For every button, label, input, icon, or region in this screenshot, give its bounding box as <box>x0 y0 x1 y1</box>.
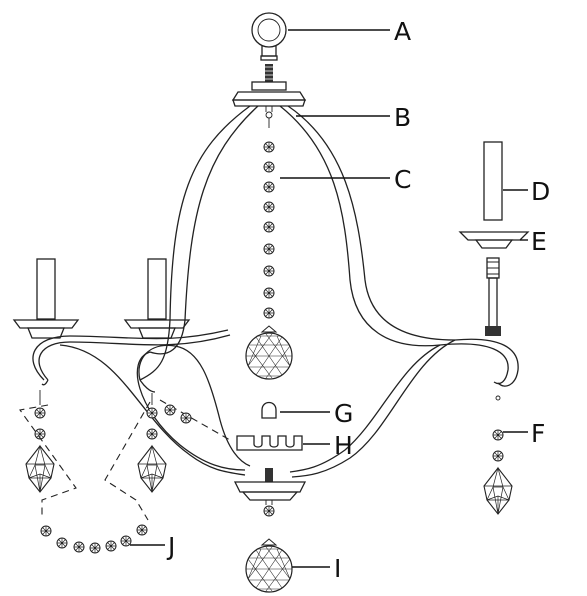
left-crystal-drop-1 <box>25 390 55 493</box>
chandelier-frame <box>32 105 519 478</box>
canopy <box>231 81 307 119</box>
left-crystal-drop-2 <box>137 393 167 493</box>
candle-socket <box>485 257 501 336</box>
label-g: G <box>334 399 353 428</box>
label-h: H <box>334 431 353 460</box>
label-f: F <box>531 419 545 448</box>
bottom-bowl <box>233 468 307 505</box>
bottom-crystal-ball <box>245 505 293 593</box>
label-e: E <box>531 227 547 256</box>
threaded-rod <box>264 64 274 82</box>
label-d: D <box>531 177 550 206</box>
ring <box>251 12 287 61</box>
candle-left-outer <box>12 258 80 339</box>
candle-left-inner <box>123 258 191 339</box>
bobeche <box>458 231 530 249</box>
candle-sleeve <box>483 141 503 221</box>
label-c: C <box>394 165 411 194</box>
swag-bead-chain <box>19 399 231 554</box>
arm-crystal-drop <box>483 395 513 515</box>
leader-lines <box>130 29 528 568</box>
label-b: B <box>394 103 411 132</box>
finial-cap <box>261 401 277 419</box>
center-bead-chain <box>245 118 293 380</box>
bead-hook-ring <box>236 435 303 451</box>
label-i: I <box>334 554 341 583</box>
label-j: J <box>166 532 175 561</box>
label-a: A <box>394 17 411 46</box>
